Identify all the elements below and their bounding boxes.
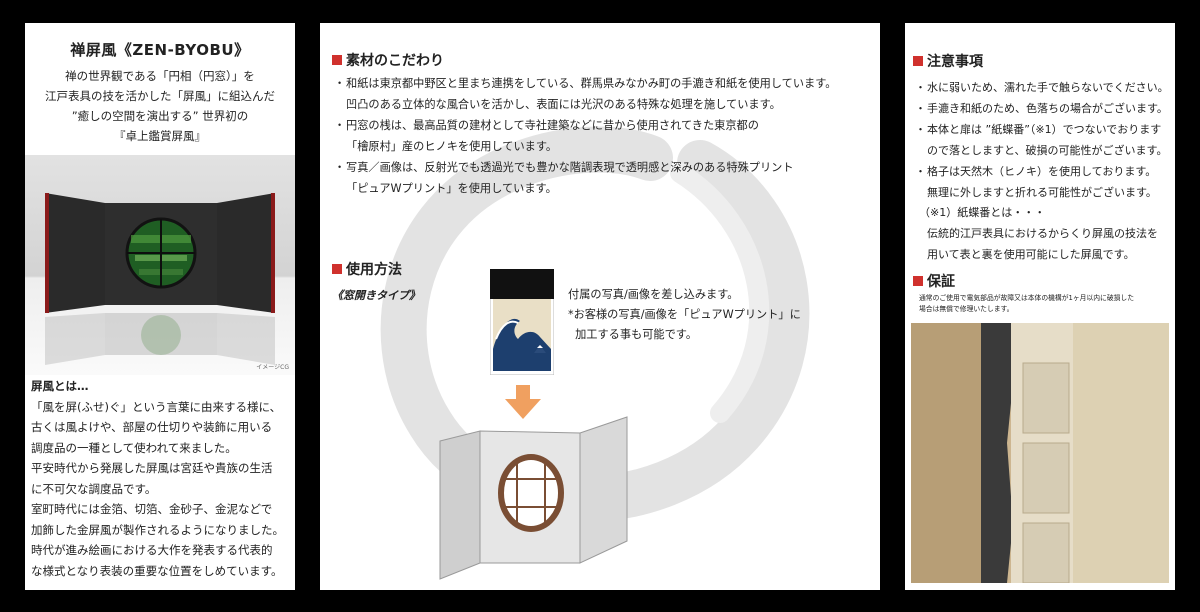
materials-heading: 素材のこだわり	[332, 50, 444, 70]
paper-hinge-photo	[911, 323, 1169, 583]
intro-text: 禅の世界観である「円相（円窓）」を 江戸表具の技を活かした「屏風」に組込んだ ”…	[25, 66, 295, 146]
product-title: 禅屏風《ZEN-BYOBU》	[70, 41, 250, 59]
red-square-bullet-icon	[913, 56, 923, 66]
intro-line: 『卓上鑑賞屏風』	[114, 129, 206, 143]
note-line: 伝統的江戸表具におけるからくり屏風の技法を	[927, 227, 1158, 240]
middle-panel: 素材のこだわり 和紙は東京都中野区と里まち連携をしている、群馬県みなかみ町の手漉…	[320, 23, 880, 590]
warranty-line: 場合は無償で修理いたします。	[919, 305, 1014, 313]
about-line: 加飾した金屏風が製作されるようになりました。	[31, 522, 284, 537]
warranty-line: 通常のご使用で電気部品が故障又は本体の機構が1ヶ月以内に破損した	[919, 294, 1135, 302]
about-heading: 屏風とは…	[31, 379, 89, 393]
list-item: 円窓の桟は、最高品質の建材として寺社建築などに昔から使用されてきた東京都の 「檜…	[334, 115, 874, 157]
list-item: 写真／画像は、反射光でも透過光でも豊かな階調表現で透明感と深みのある特殊プリント…	[334, 157, 874, 199]
usage-line: *お客様の写真/画像を「ピュアWプリント」に	[568, 308, 801, 321]
warranty-heading-text: 保証	[927, 274, 955, 290]
list-line: 格子は天然木（ヒノキ）を使用しております。	[927, 165, 1157, 178]
materials-heading-text: 素材のこだわり	[346, 53, 444, 69]
about-line: 「風を屏(ふせ)ぐ」という言葉に由来する様に、	[31, 399, 282, 414]
window-type-label: 《窓開きタイプ》	[332, 289, 420, 302]
right-panel: 注意事項 水に弱いため、濡れた手で触らないでください。 手漉き和紙のため、色落ち…	[905, 23, 1175, 590]
note-line: （※1）紙蝶番とは・・・	[919, 206, 1046, 219]
image-caption: イメージCG	[256, 364, 289, 371]
list-line: 「檜原村」産のヒノキを使用しています。	[346, 140, 558, 153]
about-line: 平安時代から発展した屏風は宮廷や貴族の生活	[31, 461, 273, 475]
list-item: 和紙は東京都中野区と里まち連携をしている、群馬県みなかみ町の手漉き和紙を使用して…	[334, 73, 874, 115]
about-section: 屏風とは… 「風を屏(ふせ)ぐ」という言葉に由来する様に、 古くは風よけや、部屋…	[31, 376, 293, 581]
warranty-text: 通常のご使用で電気部品が故障又は本体の機構が1ヶ月以内に破損した 場合は無償で修…	[919, 293, 1169, 315]
usage-line: 加工する事も可能です。	[568, 328, 698, 341]
list-line: 本体と扉は ”紙蝶番”（※1）でつないでおります	[927, 123, 1162, 136]
caution-heading-text: 注意事項	[927, 54, 983, 70]
warranty-heading: 保証	[913, 271, 955, 291]
caution-list: 水に弱いため、濡れた手で触らないでください。 手漉き和紙のため、色落ちの場合がご…	[915, 77, 1170, 203]
intro-line: 江戸表具の技を活かした「屏風」に組込んだ	[45, 89, 275, 103]
materials-list: 和紙は東京都中野区と里まち連携をしている、群馬県みなかみ町の手漉き和紙を使用して…	[334, 73, 874, 199]
list-line: ので落としますと、破損の可能性がございます。	[927, 144, 1168, 157]
red-square-bullet-icon	[332, 55, 342, 65]
hinge-closeup-illustration	[911, 323, 1169, 583]
list-line: 水に弱いため、濡れた手で触らないでください。	[927, 81, 1169, 94]
about-line: 時代が進み絵画における大作を発表する代表的	[31, 543, 273, 557]
list-line: 凹凸のある立体的な風合いを活かし、表面には光沢のある特殊な処理を施しています。	[346, 98, 781, 111]
red-square-bullet-icon	[332, 264, 342, 274]
usage-instructions: 付属の写真/画像を差し込みます。 *お客様の写真/画像を「ピュアWプリント」に …	[568, 285, 801, 345]
about-line: 調度品の一種として使われて来ました。	[31, 440, 237, 455]
folding-screen-diagram	[439, 416, 628, 580]
hinge-note: （※1）紙蝶番とは・・・ 伝統的江戸表具におけるからくり屏風の技法を 用いて表と…	[919, 202, 1169, 265]
list-line: 円窓の桟は、最高品質の建材として寺社建築などに昔から使用されてきた東京都の	[346, 119, 759, 132]
list-item: 格子は天然木（ヒノキ）を使用しております。 無理に外しますと折れる可能性がござい…	[915, 161, 1170, 203]
byobu-illustration	[45, 193, 275, 365]
list-line: 手漉き和紙のため、色落ちの場合がございます。	[927, 102, 1168, 115]
list-line: 「ピュアWプリント」を使用しています。	[346, 182, 557, 195]
list-item: 水に弱いため、濡れた手で触らないでください。	[915, 77, 1170, 98]
list-item: 本体と扉は ”紙蝶番”（※1）でつないでおります ので落としますと、破損の可能性…	[915, 119, 1170, 161]
list-line: 写真／画像は、反射光でも透過光でも豊かな階調表現で透明感と深みのある特殊プリント	[346, 161, 794, 174]
red-square-bullet-icon	[913, 276, 923, 286]
list-line: 和紙は東京都中野区と里まち連携をしている、群馬県みなかみ町の手漉き和紙を使用して…	[346, 77, 837, 90]
about-line: な様式となり表装の重要な位置をしめています。	[31, 563, 283, 578]
usage-heading-text: 使用方法	[346, 262, 402, 278]
down-arrow-icon	[505, 385, 541, 419]
intro-line: 禅の世界観である「円相（円窓）」を	[65, 69, 255, 83]
intro-line: ”癒しの空間を演出する” 世界初の	[71, 109, 249, 123]
note-line: 用いて表と裏を使用可能にした屏風です。	[927, 248, 1135, 261]
wave-print-image	[490, 269, 554, 375]
about-line: 室町時代には金箔、切箔、金砂子、金泥などで	[31, 502, 273, 516]
left-panel: 禅屏風《ZEN-BYOBU》 禅の世界観である「円相（円窓）」を 江戸表具の技を…	[25, 23, 295, 590]
about-line: に不可欠な調度品です。	[31, 481, 157, 496]
list-item: 手漉き和紙のため、色落ちの場合がございます。	[915, 98, 1170, 119]
caution-heading: 注意事項	[913, 51, 983, 71]
usage-line: 付属の写真/画像を差し込みます。	[568, 288, 739, 301]
about-line: 古くは風よけや、部屋の仕切りや装飾に用いる	[31, 420, 273, 434]
byobu-render-image: イメージCG	[25, 155, 295, 375]
list-line: 無理に外しますと折れる可能性がございます。	[927, 186, 1157, 199]
usage-heading: 使用方法	[332, 259, 402, 279]
